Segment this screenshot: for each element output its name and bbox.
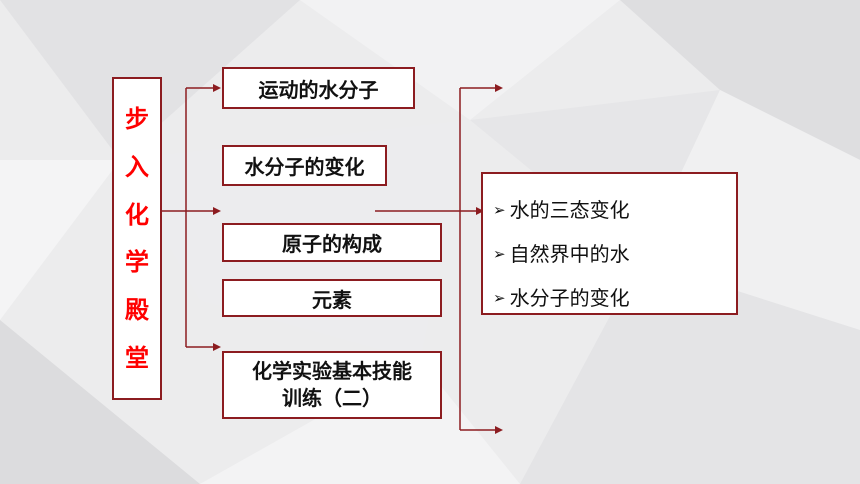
- arrowhead: [213, 207, 221, 215]
- topic-label: 元素: [312, 287, 352, 312]
- arrow-bullet-icon: ➢: [493, 289, 506, 307]
- topic-label: 水分子的变化: [244, 155, 365, 179]
- detail-list-label: 水分子的变化: [509, 286, 630, 310]
- arrowhead: [495, 84, 503, 92]
- topic-label: 运动的水分子: [258, 77, 379, 102]
- chapter-title-box: 步 入 化 学 殿 堂: [112, 77, 162, 400]
- detail-list-item: ➢ 水分子的变化: [493, 276, 736, 320]
- topic-label: 化学实验基本技能 训练（二）: [252, 359, 412, 410]
- topic-box: 原子的构成: [222, 223, 442, 262]
- detail-list-box: ➢ 水的三态变化 ➢ 自然界中的水 ➢ 水分子的变化: [481, 172, 738, 315]
- title-char: 化: [125, 200, 149, 229]
- detail-list-label: 水的三态变化: [509, 198, 630, 222]
- title-char: 殿: [125, 296, 149, 325]
- arrowhead: [476, 207, 484, 215]
- title-char: 步: [125, 104, 149, 133]
- detail-list-item: ➢ 自然界中的水: [493, 232, 736, 276]
- arrowhead: [495, 426, 503, 434]
- topic-box: 元素: [222, 279, 442, 317]
- detail-list-item: ➢ 水的三态变化: [493, 188, 736, 232]
- arrow-bullet-icon: ➢: [493, 201, 506, 219]
- arrowhead: [213, 343, 221, 351]
- title-char: 入: [125, 152, 149, 181]
- topic-box: 水分子的变化: [222, 145, 387, 186]
- topic-label: 原子的构成: [282, 232, 382, 256]
- title-char: 堂: [125, 344, 149, 373]
- detail-list-label: 自然界中的水: [509, 242, 630, 266]
- topic-box: 运动的水分子: [222, 67, 415, 109]
- title-char: 学: [125, 248, 149, 277]
- topic-box: 化学实验基本技能 训练（二）: [222, 351, 442, 419]
- arrow-bullet-icon: ➢: [493, 245, 506, 263]
- arrowhead: [213, 84, 221, 92]
